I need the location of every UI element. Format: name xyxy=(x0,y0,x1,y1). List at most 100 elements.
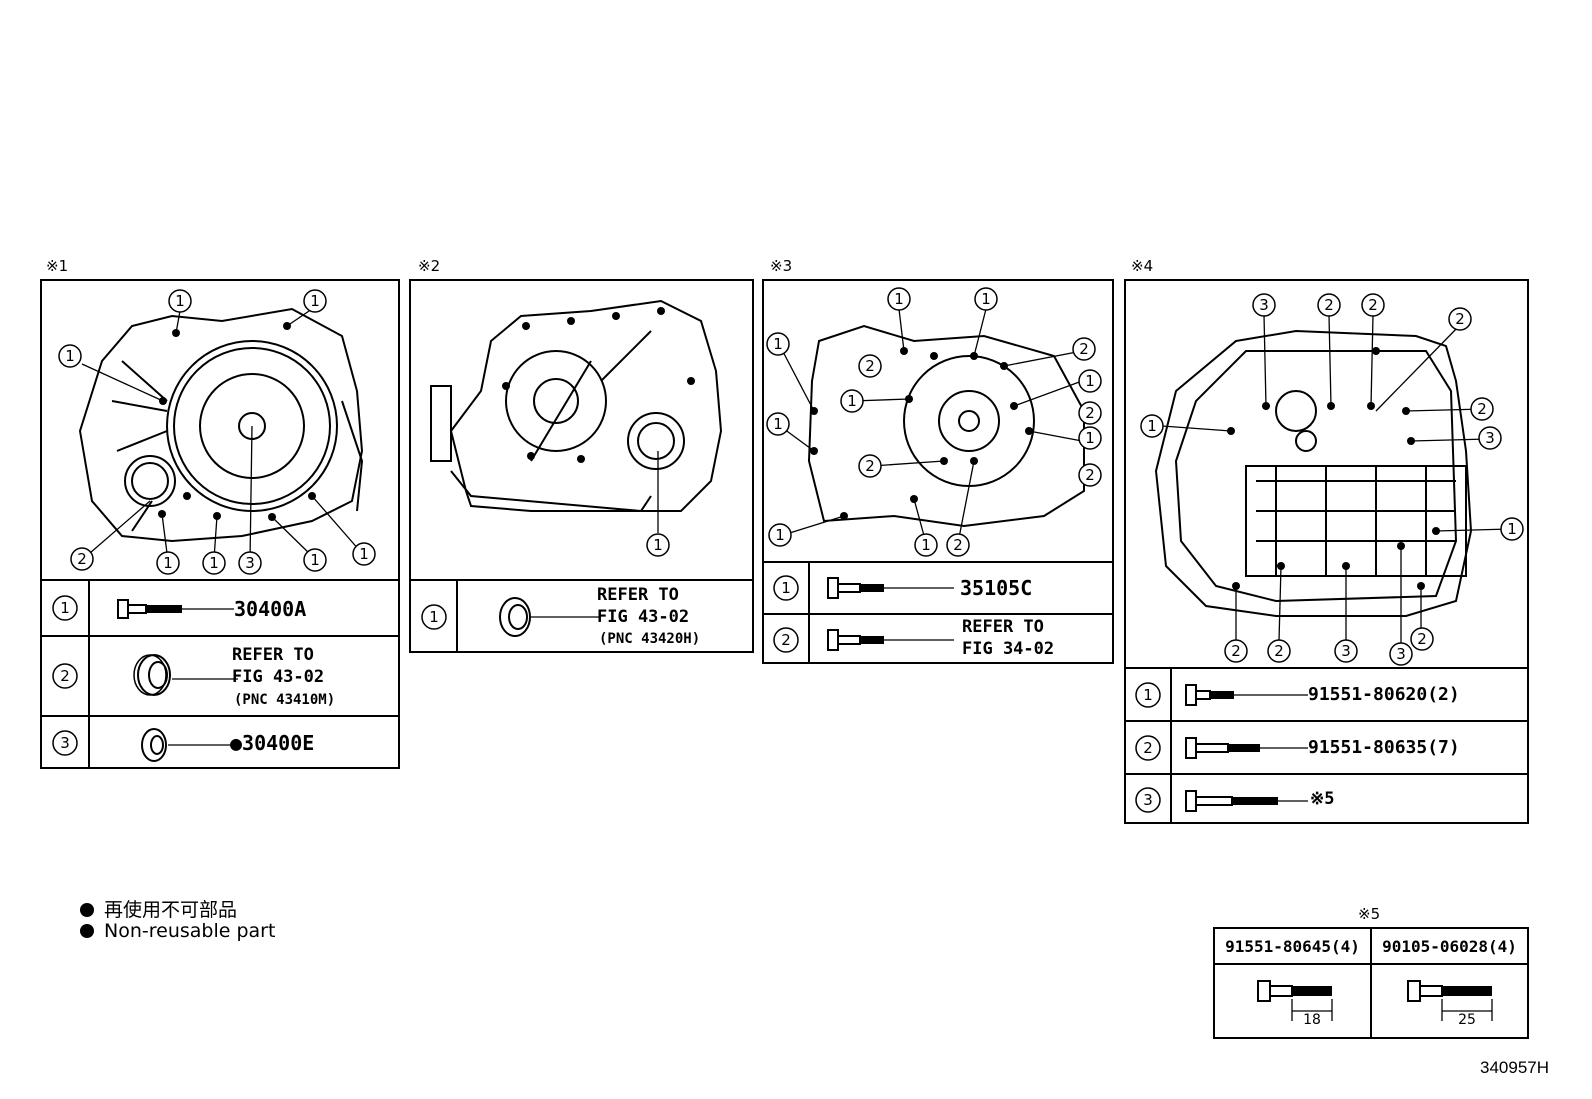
panel3-row-1: 1 35105C xyxy=(764,561,1112,613)
svg-text:2: 2 xyxy=(1085,466,1095,484)
panel-3: 1 1 2 2 1 1 1 1 2 1 2 2 1 1 2 1 35105C xyxy=(762,279,1114,664)
svg-text:2: 2 xyxy=(1274,642,1284,660)
svg-text:1: 1 xyxy=(60,599,70,617)
svg-text:1: 1 xyxy=(775,526,785,544)
refer-to-text: REFER TO xyxy=(597,585,679,605)
svg-text:1: 1 xyxy=(175,292,185,310)
part-number: 30400A xyxy=(234,597,307,621)
panel-2: 1 1 REFER TO FIG 43-02 (PNC 43420H) xyxy=(409,279,754,653)
svg-text:1: 1 xyxy=(1147,417,1157,435)
note5-label: ※5 xyxy=(1358,905,1381,923)
svg-text:1: 1 xyxy=(781,579,791,597)
pnc-reference: (PNC 43410M) xyxy=(234,692,336,708)
svg-text:1: 1 xyxy=(773,415,783,433)
panel1-row-3: 3 ●30400E xyxy=(42,715,398,769)
panel2-label: ※2 xyxy=(418,257,441,275)
svg-text:1: 1 xyxy=(981,290,991,308)
panel4-row-1: 1 91551-80620(2) xyxy=(1126,667,1527,720)
figure-code: 340957H xyxy=(1480,1058,1550,1077)
svg-text:2: 2 xyxy=(865,357,875,375)
svg-text:1: 1 xyxy=(921,536,931,554)
oil-seal-icon xyxy=(133,654,238,696)
part-number: 91551-80620(2) xyxy=(1308,684,1460,705)
note5-part-2: 90105-06028(4) xyxy=(1370,927,1529,965)
svg-text:2: 2 xyxy=(1455,310,1465,328)
panel3-label: ※3 xyxy=(770,257,793,275)
refer-to-text: REFER TO xyxy=(232,645,314,665)
valve-body-illustration: 3 2 2 2 1 2 3 1 2 2 3 3 2 xyxy=(1140,293,1524,666)
svg-text:1: 1 xyxy=(163,554,173,572)
svg-text:2: 2 xyxy=(1143,739,1153,757)
svg-text:3: 3 xyxy=(1396,645,1406,663)
svg-text:1: 1 xyxy=(653,536,663,554)
svg-text:2: 2 xyxy=(1417,630,1427,648)
panel1-label: ※1 xyxy=(46,257,69,275)
svg-text:2: 2 xyxy=(953,536,963,554)
svg-text:1: 1 xyxy=(894,290,904,308)
svg-text:1: 1 xyxy=(429,608,439,626)
oil-seal-icon xyxy=(141,728,232,762)
legend-en: Non-reusable part xyxy=(80,920,275,942)
dimension-25: 25 xyxy=(1458,1012,1476,1028)
part-number: ●30400E xyxy=(230,731,315,755)
fig-reference: FIG 34-02 xyxy=(962,639,1055,659)
svg-text:1: 1 xyxy=(1085,429,1095,447)
bolt-icon: 25 xyxy=(1406,979,1493,1028)
bolt-icon xyxy=(1185,790,1308,812)
callout-1-icon: 1 xyxy=(773,575,799,601)
fig-reference: FIG 43-02 xyxy=(232,667,325,687)
svg-text:1: 1 xyxy=(1085,372,1095,390)
panel3-row-2: 2 REFER TO FIG 34-02 xyxy=(764,613,1112,664)
bolt-icon xyxy=(827,629,954,651)
svg-text:2: 2 xyxy=(60,667,70,685)
svg-text:2: 2 xyxy=(1079,340,1089,358)
callout-1-icon: 1 xyxy=(52,595,78,621)
bullet-icon xyxy=(80,903,94,917)
svg-text:1: 1 xyxy=(310,551,320,569)
note-reference: ※5 xyxy=(1310,789,1335,809)
svg-text:2: 2 xyxy=(1368,296,1378,314)
dimension-18: 18 xyxy=(1303,1012,1321,1028)
panel1-row-1: 1 30400A xyxy=(42,579,398,635)
svg-text:3: 3 xyxy=(1485,429,1495,447)
bolt-icon xyxy=(117,599,234,619)
callout-3-icon: 3 xyxy=(52,730,78,756)
note5-part-1: 91551-80645(4) xyxy=(1213,927,1372,965)
bolt-icon xyxy=(827,577,954,599)
svg-text:2: 2 xyxy=(1085,404,1095,422)
bullet-icon xyxy=(80,924,94,938)
svg-text:2: 2 xyxy=(1324,296,1334,314)
callout-2-icon: 2 xyxy=(1135,734,1161,761)
svg-text:2: 2 xyxy=(781,631,791,649)
legend-jp: 再使用不可部品 xyxy=(80,895,237,922)
svg-text:1: 1 xyxy=(1143,686,1153,704)
panel4-row-2: 2 91551-80635(7) xyxy=(1126,720,1527,773)
part-number: 91551-80635(7) xyxy=(1308,737,1460,758)
callout-1-icon: 1 xyxy=(1135,681,1161,708)
svg-text:1: 1 xyxy=(1507,520,1517,538)
svg-text:1: 1 xyxy=(310,292,320,310)
svg-text:1: 1 xyxy=(65,347,75,365)
transaxle-case-illustration: 1 1 2 2 1 1 1 1 2 1 2 2 1 1 2 xyxy=(766,287,1102,557)
svg-text:2: 2 xyxy=(865,457,875,475)
transaxle-front-illustration: 1 1 1 2 1 1 3 1 1 xyxy=(58,289,376,575)
bolt-icon xyxy=(1185,737,1308,759)
svg-text:1: 1 xyxy=(847,392,857,410)
fig-reference: FIG 43-02 xyxy=(597,607,690,627)
note5-bolt-cell-2: 25 xyxy=(1370,963,1529,1039)
panel-4: 3 2 2 2 1 2 3 1 2 2 3 3 2 1 91551-80620(… xyxy=(1124,279,1529,824)
svg-text:3: 3 xyxy=(1259,296,1269,314)
callout-2-icon: 2 xyxy=(773,626,799,653)
panel1-row-2: 2 REFER TO FIG 43-02 (PNC 43410M) xyxy=(42,635,398,715)
callout-3-icon: 3 xyxy=(1135,786,1161,813)
svg-text:1: 1 xyxy=(209,554,219,572)
svg-text:1: 1 xyxy=(773,335,783,353)
note5-bolt-cell-1: 18 xyxy=(1213,963,1372,1039)
bolt-icon: 18 xyxy=(1256,979,1333,1028)
bolt-icon xyxy=(1185,684,1308,706)
svg-text:2: 2 xyxy=(77,550,87,568)
note5-table: 91551-80645(4) 90105-06028(4) 18 xyxy=(1213,927,1529,1039)
refer-to-text: REFER TO xyxy=(962,617,1044,637)
part-number: 35105C xyxy=(960,576,1033,600)
panel2-row-1: 1 REFER TO FIG 43-02 (PNC 43420H) xyxy=(411,579,752,653)
